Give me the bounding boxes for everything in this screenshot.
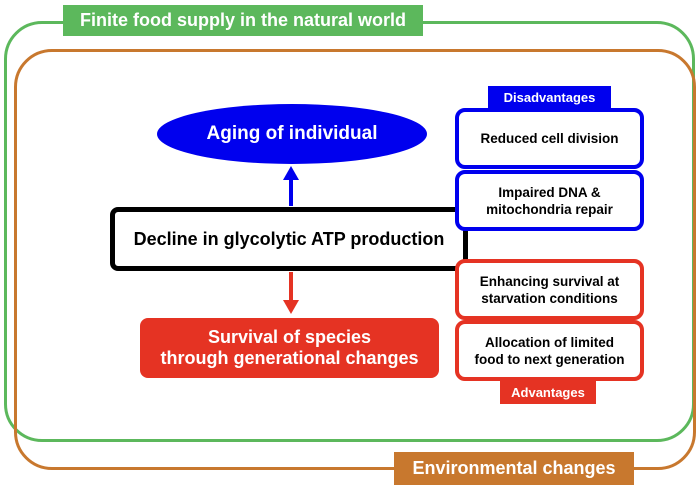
environmental-changes-label-text: Environmental changes — [412, 458, 616, 478]
finite-food-label: Finite food supply in the natural world — [63, 5, 423, 36]
survival-of-species-node: Survival of species through generational… — [140, 318, 439, 378]
advantage-1-line-2: starvation conditions — [481, 290, 618, 306]
survival-line-2: through generational changes — [160, 348, 419, 368]
advantage-1-line-1: Enhancing survival at — [479, 273, 620, 289]
disadvantages-label-text: Disadvantages — [503, 89, 596, 105]
survival-line-1: Survival of species — [207, 327, 372, 347]
environmental-changes-frame — [14, 49, 696, 470]
decline-atp-text: Decline in glycolytic ATP production — [133, 228, 445, 249]
disadvantage-1-line-1: Reduced cell division — [480, 131, 619, 146]
arrow-down-icon — [283, 272, 299, 314]
enhancing-survival-box: Enhancing survival at starvation conditi… — [455, 259, 644, 320]
finite-food-label-text: Finite food supply in the natural world — [80, 10, 406, 30]
disadvantages-label: Disadvantages — [488, 86, 611, 108]
advantages-label-text: Advantages — [511, 384, 585, 400]
environmental-changes-label: Environmental changes — [394, 452, 634, 485]
advantage-2-line-1: Allocation of limited — [484, 334, 614, 350]
disadvantage-2-line-2: mitochondria repair — [486, 201, 613, 217]
advantage-2-line-2: food to next generation — [474, 351, 625, 367]
decline-atp-node: Decline in glycolytic ATP production — [110, 207, 468, 271]
reduced-cell-division-box: Reduced cell division — [455, 108, 644, 169]
allocation-food-box: Allocation of limited food to next gener… — [455, 320, 644, 381]
arrow-up-icon — [283, 166, 299, 206]
advantages-label: Advantages — [500, 380, 596, 404]
aging-of-individual-node: Aging of individual — [157, 104, 427, 164]
aging-of-individual-text: Aging of individual — [206, 123, 378, 144]
disadvantage-2-line-1: Impaired DNA & — [498, 184, 601, 200]
impaired-dna-repair-box: Impaired DNA & mitochondria repair — [455, 170, 644, 231]
